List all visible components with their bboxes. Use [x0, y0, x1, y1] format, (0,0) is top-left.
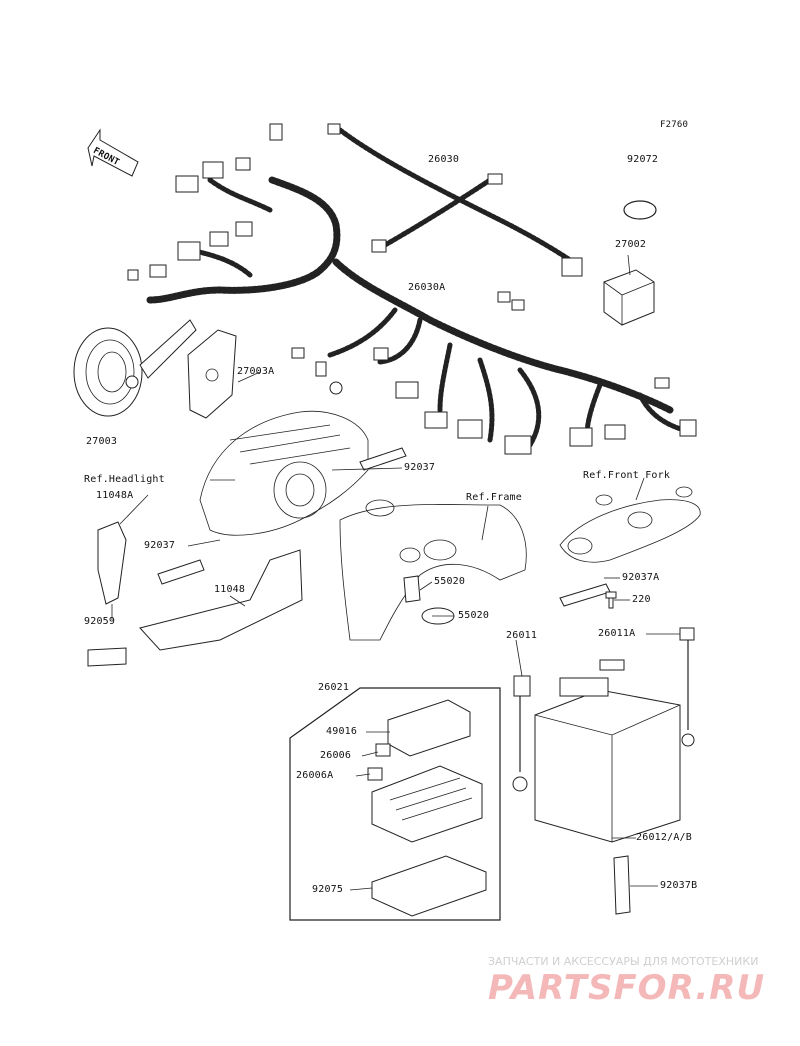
bracket-11048	[139, 549, 303, 651]
figure-code: F2760	[660, 120, 689, 130]
horn-bracket	[187, 329, 237, 419]
headlight-housing	[199, 410, 369, 536]
bolt	[605, 591, 617, 609]
strap-92037-left	[157, 559, 205, 585]
fuse-box-body	[371, 765, 483, 843]
strap-92037a	[559, 583, 611, 607]
strap-92037-top	[359, 447, 407, 471]
part-26011a-label: 26011A	[598, 628, 636, 639]
part-92075-label: 92075	[312, 884, 344, 895]
battery-cable-negative	[512, 675, 531, 792]
part-220-label: 220	[632, 594, 651, 605]
fuse-box-base	[371, 855, 487, 917]
grommet-55020-a	[403, 575, 421, 603]
watermark-tagline: ЗАПЧАСТИ И АКСЕССУАРЫ ДЛЯ МОТОТЕХНИКИ	[488, 955, 759, 968]
part-26006-label: 26006	[320, 750, 352, 761]
part-55020-a-label: 55020	[434, 576, 466, 587]
triple-clamp	[559, 486, 701, 563]
part-26012ab-label: 26012/A/B	[636, 832, 692, 843]
ring-clip	[623, 200, 657, 220]
part-26011-label: 26011	[506, 630, 538, 641]
part-27003a-label: 27003A	[237, 366, 275, 377]
leader-lines	[111, 371, 680, 891]
main-harness	[127, 123, 697, 455]
sub-harness	[327, 123, 583, 277]
part-92037a-label: 92037A	[622, 572, 660, 583]
part-92037-left-label: 92037	[144, 540, 176, 551]
part-92037-top-label: 92037	[404, 462, 436, 473]
pad-92059	[87, 647, 127, 667]
part-92037b-label: 92037B	[660, 880, 698, 891]
front-arrow-icon	[87, 128, 139, 177]
watermark-brand-logo: PARTSFOR.RU	[488, 968, 766, 1008]
part-11048-label: 11048	[214, 584, 246, 595]
part-26021-label: 26021	[318, 682, 350, 693]
part-26006a-label: 26006A	[296, 770, 334, 781]
ref-front-fork-label: Ref.Front Fork	[583, 470, 671, 481]
part-27002-label: 27002	[615, 239, 647, 250]
relay	[603, 254, 655, 326]
fuse-26006	[375, 743, 391, 757]
battery-cable-positive	[679, 627, 695, 747]
part-27003-label: 27003	[86, 436, 118, 447]
ref-headlight-label: Ref.Headlight	[84, 474, 165, 485]
strap-92037b	[613, 855, 631, 915]
frame	[339, 499, 527, 641]
fuse-box-cover	[387, 699, 471, 757]
fuse-26006a	[367, 767, 383, 781]
part-92072-label: 92072	[627, 154, 659, 165]
part-26030-label: 26030	[428, 154, 460, 165]
bracket-11048a	[97, 521, 127, 605]
battery	[534, 659, 681, 843]
part-49016-label: 49016	[326, 726, 358, 737]
ref-frame-label: Ref.Frame	[466, 492, 522, 503]
part-92059-label: 92059	[84, 616, 116, 627]
part-26030a-label: 26030A	[408, 282, 446, 293]
fuse-box-group	[289, 687, 501, 921]
horn	[73, 319, 197, 417]
part-55020-b-label: 55020	[458, 610, 490, 621]
part-11048a-label: 11048A	[96, 490, 134, 501]
